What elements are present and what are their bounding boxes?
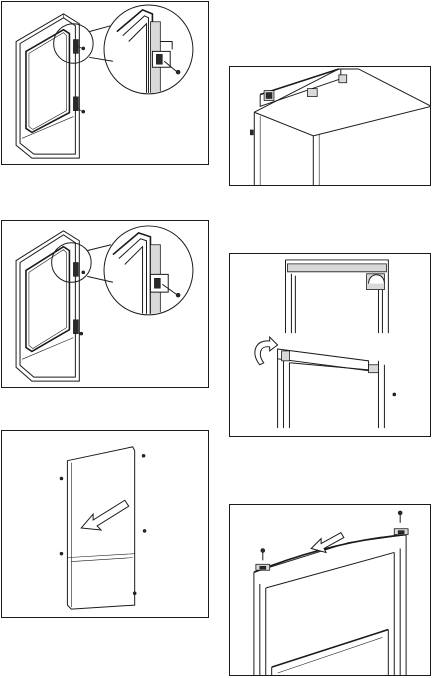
rotation-arrow-icon [255, 337, 278, 365]
screw-icon [176, 293, 180, 297]
figure-remove-hinge-screws [1, 1, 209, 165]
figure-remove-handle-side [1, 220, 209, 388]
screw-icon [176, 70, 180, 74]
screw-icon [82, 271, 85, 274]
cabinet-top-illustration [230, 67, 430, 185]
screw-icon [60, 552, 63, 555]
door-hinge-detail-illustration [2, 2, 208, 164]
screw-icon [80, 332, 83, 335]
door-handle-detail-illustration [2, 221, 208, 387]
screw-icon [60, 477, 63, 480]
figure-refit-top-hinge [229, 504, 431, 676]
screw-icon [398, 511, 402, 515]
figure-cover-rotation [229, 253, 431, 437]
cover-rotation-illustration [230, 254, 430, 436]
figure-cabinet-top-hinge [229, 66, 431, 186]
door-front-illustration [2, 431, 208, 617]
refit-top-hinge-illustration [230, 505, 430, 675]
direction-arrow-icon [81, 500, 128, 530]
screw-icon [133, 592, 136, 595]
screw-icon [143, 529, 146, 532]
screw-icon [261, 548, 265, 552]
magnifier-circle-icon [52, 243, 92, 283]
screw-icon [393, 393, 396, 396]
magnifier-circle-icon [104, 226, 193, 315]
figure-door-reassembly [1, 430, 209, 618]
screw-icon [142, 454, 145, 457]
